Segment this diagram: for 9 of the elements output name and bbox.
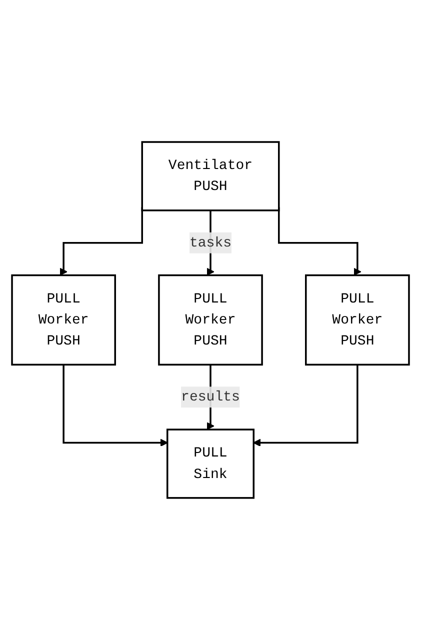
node-box: PULL Worker PUSH: [11, 274, 116, 366]
node-box: Ventilator PUSH: [141, 140, 280, 211]
edge-label: results: [181, 388, 240, 405]
edge-label: tasks: [189, 234, 232, 250]
node-box: PULL Sink: [166, 428, 255, 498]
node-box: PULL Worker PUSH: [158, 274, 263, 366]
arrow: [252, 364, 358, 446]
arrow: [62, 364, 168, 446]
node-box: PULL Worker PUSH: [305, 274, 410, 366]
